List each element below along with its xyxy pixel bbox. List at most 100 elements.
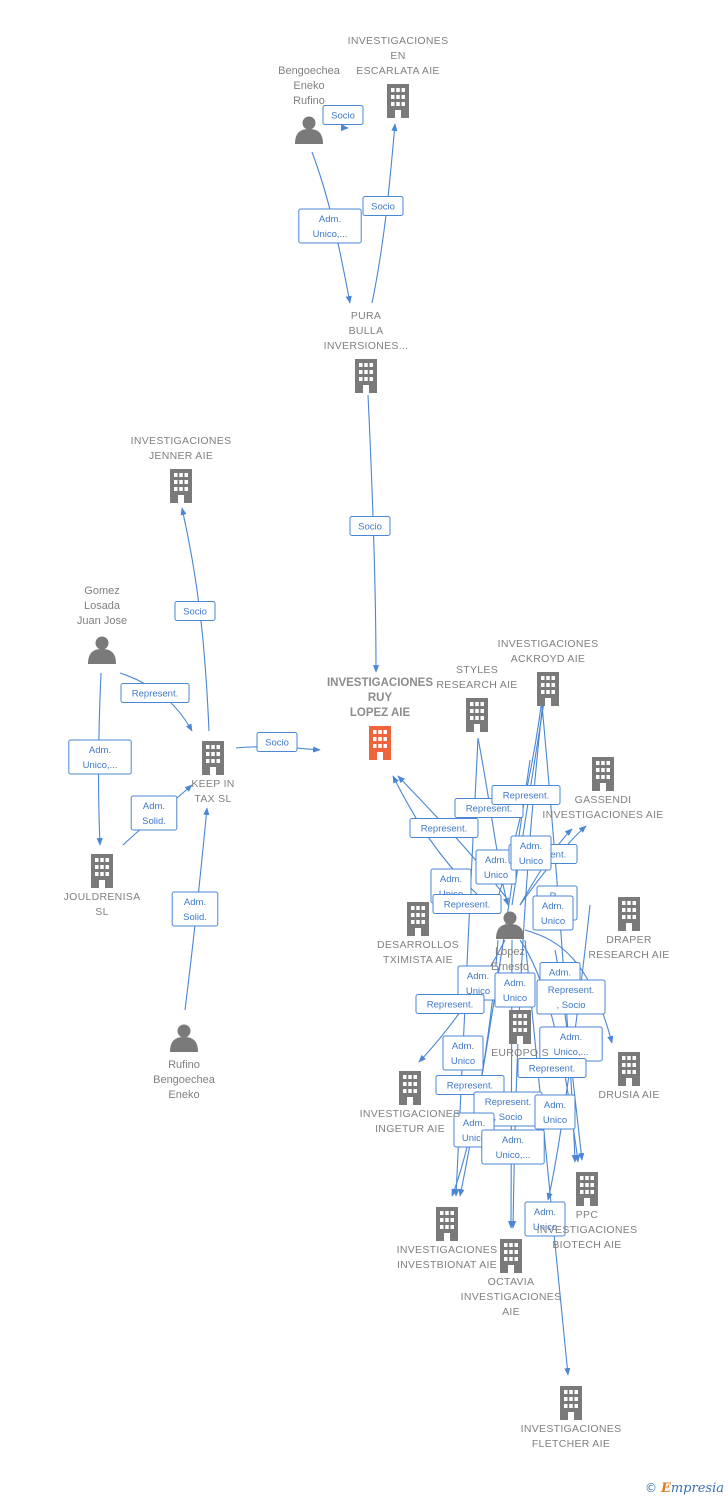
- node-label: Rufino: [293, 95, 325, 107]
- edge-label[interactable]: Adm.Unico: [534, 1094, 576, 1130]
- node-label: OCTAVIA: [488, 1276, 535, 1288]
- edge-label[interactable]: Adm.Unico,...: [481, 1129, 545, 1165]
- building-icon: [436, 1207, 458, 1241]
- edge-label[interactable]: Adm.Solid.: [171, 891, 219, 927]
- edge-label[interactable]: Adm.Solid.: [130, 795, 178, 831]
- node-label: EUROPO S: [491, 1047, 549, 1059]
- edge-label-box: [415, 994, 485, 1014]
- edge-label[interactable]: Adm.Unico,...: [539, 1026, 603, 1062]
- edge-label-box: [432, 894, 502, 914]
- edge-label-text: Adm.: [549, 968, 571, 979]
- node-inv-ackroyd[interactable]: INVESTIGACIONES ACKROYD AIE: [498, 638, 599, 706]
- edge-label[interactable]: Represent.: [409, 818, 479, 838]
- brand-name: mpresia: [670, 1481, 724, 1496]
- edge-label-box: [494, 972, 536, 1008]
- edge-label[interactable]: Represent.: [435, 1075, 505, 1095]
- node-label: Losada: [84, 600, 121, 612]
- edge-label-text: Adm.: [467, 971, 489, 982]
- edge-label-box: [171, 891, 219, 927]
- edge-label[interactable]: Adm.Unico: [475, 849, 517, 885]
- edge-label-box: [435, 1075, 505, 1095]
- edge-label[interactable]: Represent.: [120, 683, 190, 703]
- edge-label-text: Unico: [519, 856, 543, 867]
- building-icon: [387, 84, 409, 118]
- node-label: DESARROLLOS: [377, 939, 459, 951]
- edge-label-text: Unico: [462, 1133, 486, 1144]
- node-label: BIOTECH AIE: [552, 1239, 621, 1251]
- edge-label[interactable]: Adm.Unico: [442, 1035, 484, 1071]
- node-label: INVESTIGACIONES: [498, 638, 599, 650]
- node-label: STYLES: [456, 664, 498, 676]
- node-label: ACKROYD AIE: [511, 653, 586, 665]
- edge-label[interactable]: Adm.Unico: [532, 895, 574, 931]
- edge-label-box: [322, 105, 364, 125]
- node-label: RESEARCH AIE: [436, 679, 517, 691]
- edge-label[interactable]: Socio: [174, 601, 216, 621]
- edge-label-box: [510, 835, 552, 871]
- edge-label[interactable]: Socio: [322, 105, 364, 125]
- node-label: GASSENDI: [575, 794, 632, 806]
- edge-label-box: [481, 1129, 545, 1165]
- node-drusia[interactable]: DRUSIA AIE: [598, 1052, 659, 1101]
- edge-label-text: Adm.: [485, 855, 507, 866]
- edge-label[interactable]: Adm.Unico: [524, 1201, 566, 1237]
- edge-label[interactable]: Socio: [349, 516, 391, 536]
- edge-label-text: Socio: [331, 111, 355, 122]
- edge-label-text: Unico: [451, 1056, 475, 1067]
- node-ppc[interactable]: PPC INVESTIGACIONES BIOTECH AIE: [537, 1172, 638, 1251]
- node-styles[interactable]: STYLES RESEARCH AIE: [436, 664, 517, 732]
- edge-label-text: Adm.: [89, 745, 111, 756]
- edge-label-box: [362, 196, 404, 216]
- edge-label[interactable]: Socio: [256, 732, 298, 752]
- node-label: JENNER AIE: [149, 450, 213, 462]
- node-europo[interactable]: EUROPO S: [491, 1010, 549, 1059]
- edge-label[interactable]: Represent., Socio: [536, 979, 606, 1015]
- edge-label-text: Unico: [543, 1115, 567, 1126]
- edge-label[interactable]: Adm.: [539, 962, 581, 982]
- edge-label-text: Solid.: [183, 912, 207, 923]
- node-label: INVESTIGACIONES: [537, 1224, 638, 1236]
- edge-label-text: Represent.: [444, 900, 490, 911]
- node-label: PPC: [576, 1209, 599, 1221]
- edge-line: [477, 737, 509, 906]
- edge-label-box: [68, 739, 132, 775]
- edges-layer: [96, 119, 614, 1376]
- edge-label[interactable]: Adm. Unico,...: [298, 208, 362, 244]
- edge-label-text: Adm.: [319, 214, 341, 225]
- edge-label[interactable]: Adm.Unico: [510, 835, 552, 871]
- building-icon: [576, 1172, 598, 1206]
- edge-label[interactable]: Adm.Unico,...: [68, 739, 132, 775]
- edge-label[interactable]: Represent.: [415, 994, 485, 1014]
- edge-label[interactable]: Represent.: [432, 894, 502, 914]
- node-label: Ernesto: [491, 961, 529, 973]
- building-icon: [618, 1052, 640, 1086]
- edge-label[interactable]: Represent.: [491, 785, 561, 805]
- brand-footer[interactable]: ©Empresia: [645, 1481, 724, 1496]
- edge-label-text: Unico,...: [313, 229, 348, 240]
- edge-label[interactable]: Adm.Unico: [494, 972, 536, 1008]
- edge-label[interactable]: Socio: [362, 196, 404, 216]
- person-icon: [170, 1024, 198, 1052]
- node-label: Lopez: [495, 946, 525, 958]
- edge-label-text: Adm.: [542, 901, 564, 912]
- node-label: KEEP IN: [191, 778, 234, 790]
- edge-label-text: Adm.: [143, 801, 165, 812]
- edge-label[interactable]: Represent.: [517, 1058, 587, 1078]
- node-pura-bulla[interactable]: PURABULLAINVERSIONES...: [324, 310, 409, 393]
